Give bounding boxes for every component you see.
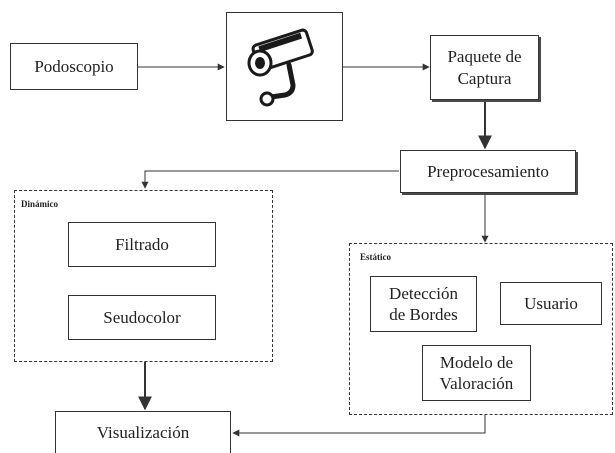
estatico-group: Estático: [349, 243, 613, 415]
camera-icon: [247, 28, 314, 107]
podoscopio-label: Podoscopio: [34, 56, 114, 76]
podoscopio-box: Podoscopio: [10, 43, 138, 90]
usuario-label: Usuario: [524, 293, 578, 313]
filtrado-label: Filtrado: [115, 234, 169, 254]
visualizacion-label: Visualización: [96, 422, 190, 442]
dinamico-group: Dinámico: [14, 190, 273, 362]
deteccion-de-bordes-box: Detección de Bordes: [370, 276, 477, 332]
arrow-estatico-visualizacion: [232, 415, 486, 437]
preprocesamiento-box: Preprocesamiento: [400, 150, 576, 193]
camera-box: [226, 12, 343, 121]
usuario-box: Usuario: [500, 282, 602, 325]
visualizacion-box: Visualización: [55, 411, 231, 453]
paquete-de-captura-label: Paquete de Captura: [447, 47, 522, 88]
arrow-preprocesamiento-dinamico: [141, 170, 399, 189]
dinamico-group-label: Dinámico: [21, 199, 58, 209]
paquete-de-captura-box: Paquete de Captura: [430, 35, 539, 100]
seudocolor-label: Seudocolor: [103, 307, 181, 327]
preprocesamiento-label: Preprocesamiento: [427, 161, 549, 181]
deteccion-de-bordes-label: Detección de Bordes: [389, 283, 458, 324]
filtrado-box: Filtrado: [68, 222, 216, 267]
modelo-de-valoracion-box: Modelo de Valoración: [422, 345, 531, 401]
estatico-group-label: Estático: [360, 252, 391, 262]
seudocolor-box: Seudocolor: [68, 295, 216, 340]
modelo-de-valoracion-label: Modelo de Valoración: [439, 352, 514, 393]
